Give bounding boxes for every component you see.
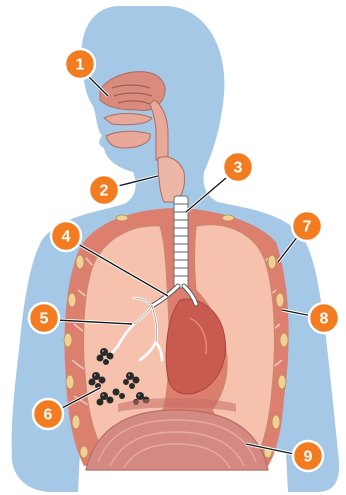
marker-8: 8 <box>309 303 339 333</box>
trachea <box>174 196 188 288</box>
marker-7-label: 7 <box>303 219 312 236</box>
marker-4: 4 <box>51 221 81 251</box>
marker-2-label: 2 <box>100 183 109 200</box>
marker-3-label: 3 <box>234 160 243 177</box>
marker-2: 2 <box>89 175 119 205</box>
marker-4-label: 4 <box>62 229 71 246</box>
marker-9: 9 <box>293 441 323 471</box>
marker-6-label: 6 <box>44 407 53 424</box>
marker-1-label: 1 <box>76 57 85 74</box>
marker-3: 3 <box>223 152 253 182</box>
marker-5-label: 5 <box>40 311 49 328</box>
marker-1: 1 <box>65 49 95 79</box>
marker-8-label: 8 <box>320 311 329 328</box>
marker-9-label: 9 <box>304 449 313 466</box>
marker-6: 6 <box>33 399 63 429</box>
marker-7: 7 <box>292 211 322 241</box>
marker-5: 5 <box>29 303 59 333</box>
